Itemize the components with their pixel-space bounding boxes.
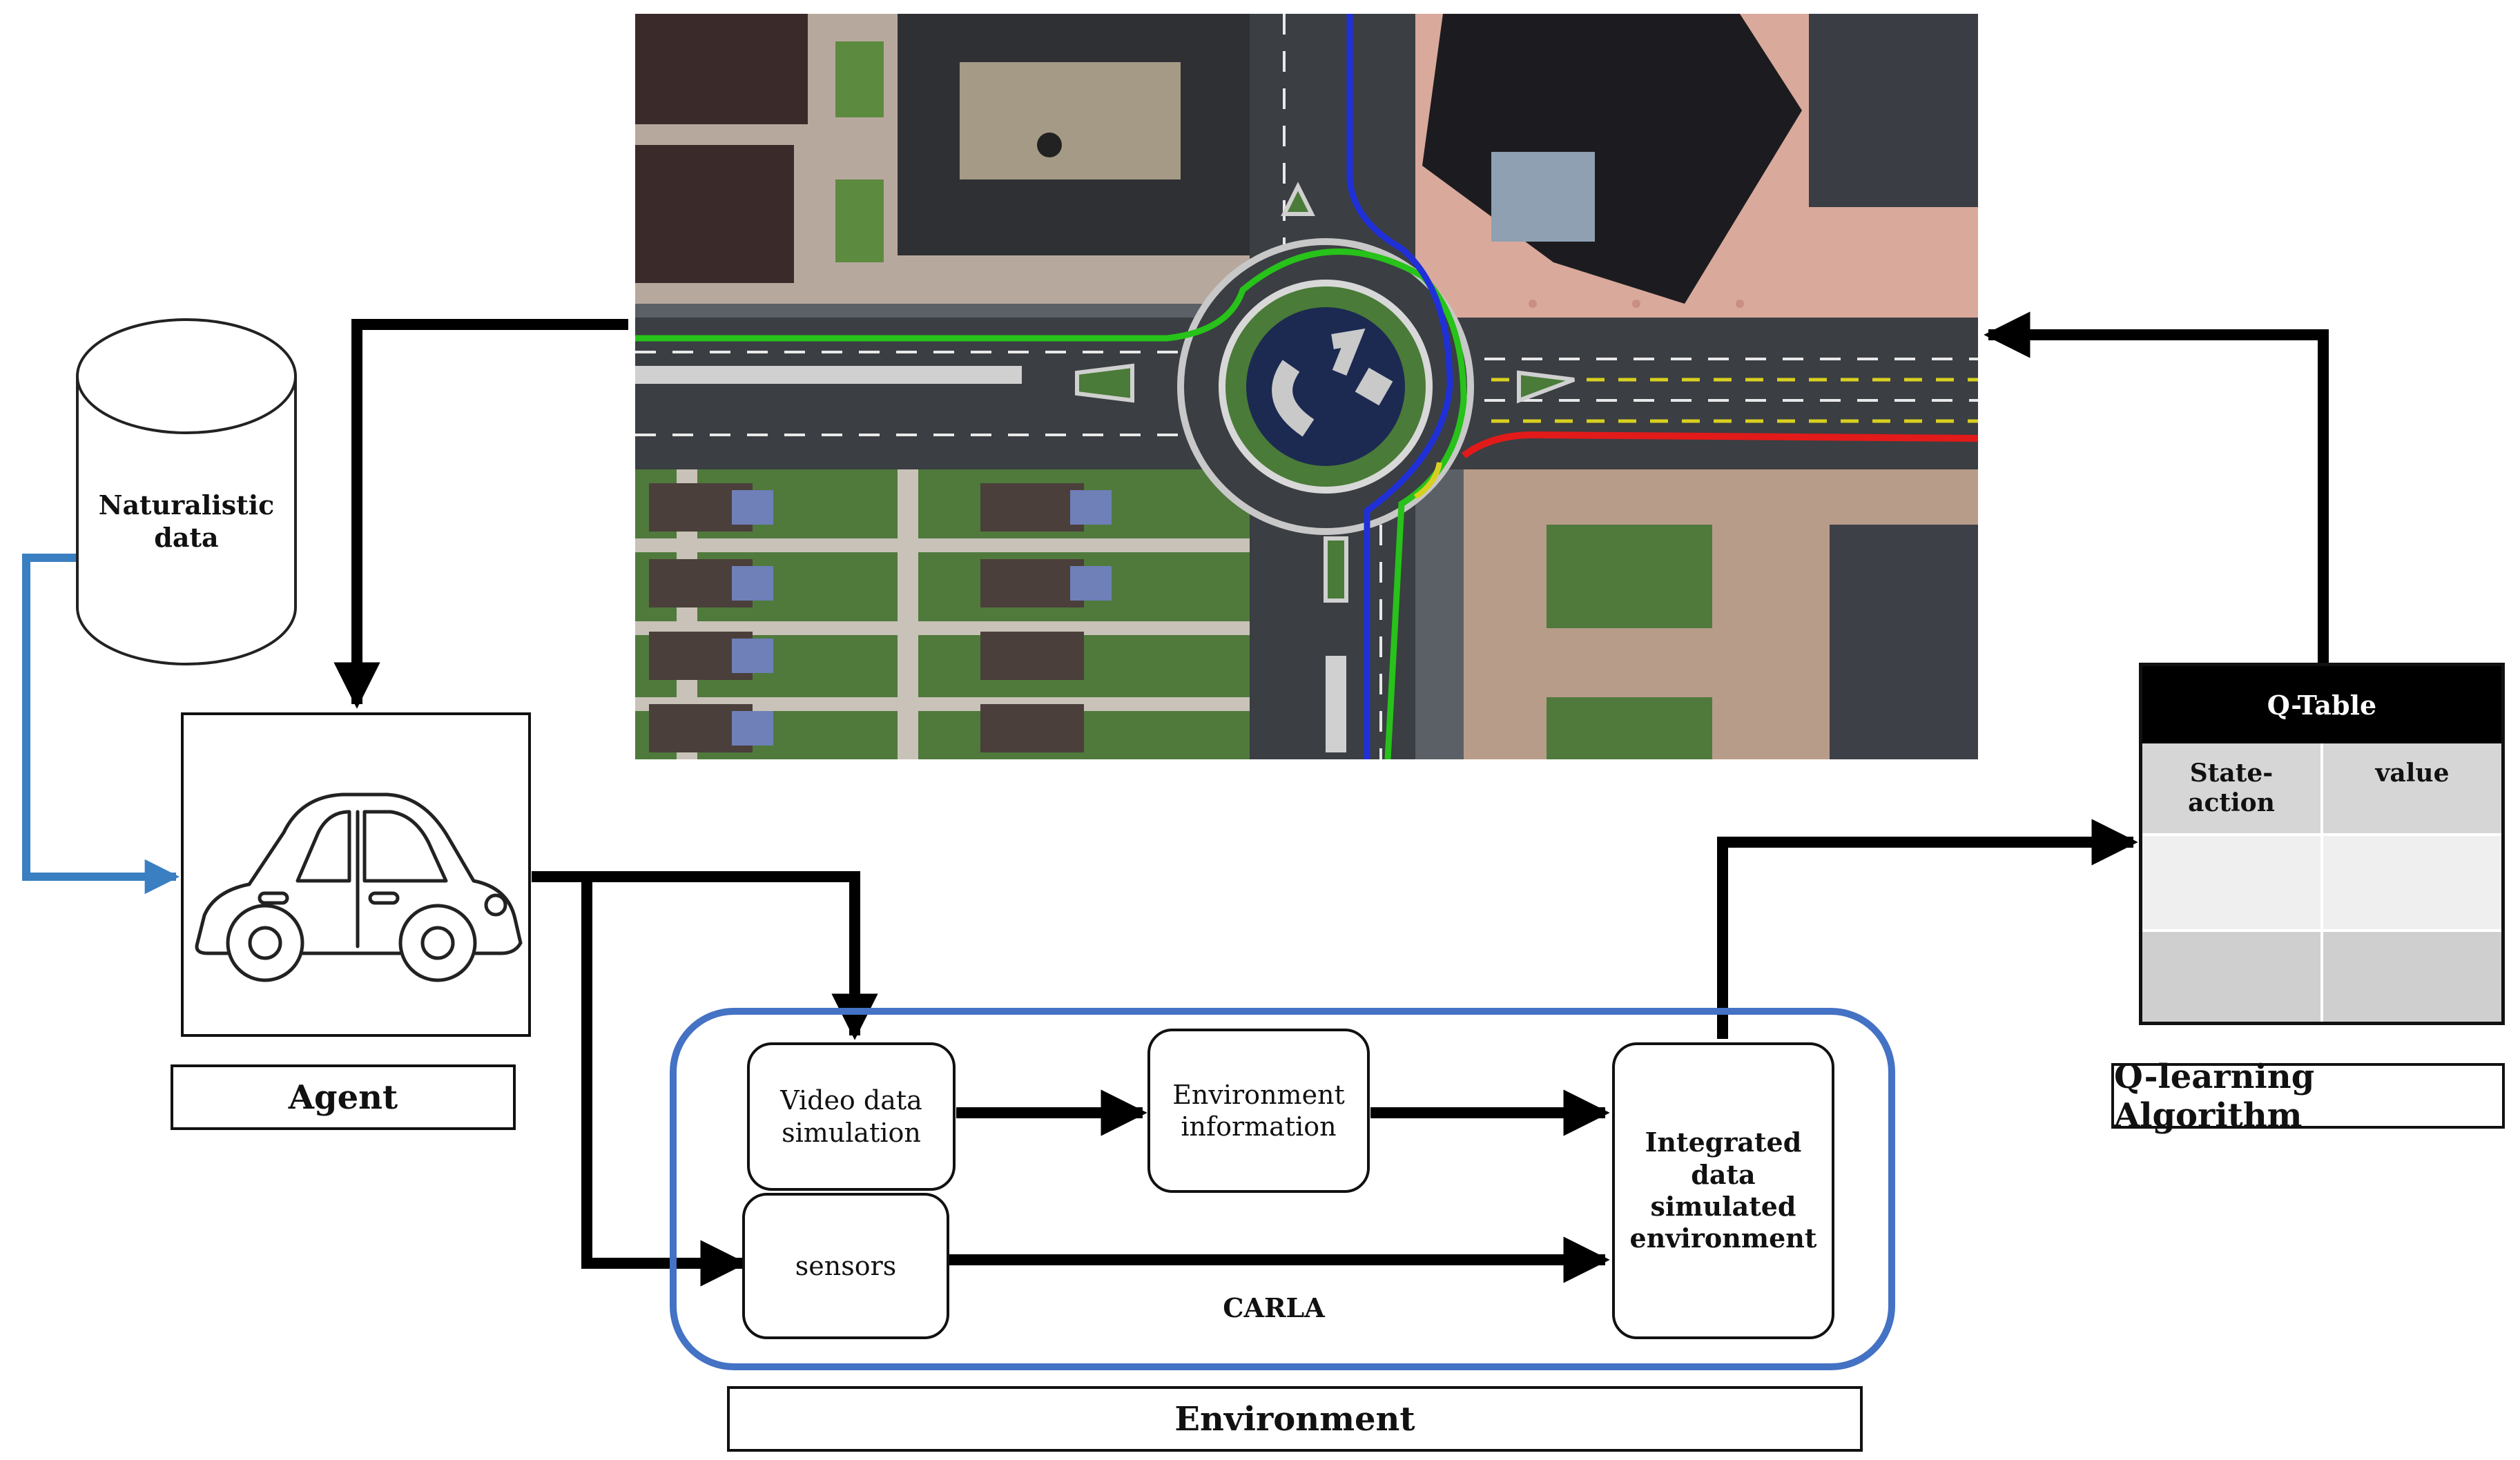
naturalistic-data-label: Naturalistic data [98, 489, 275, 554]
carla-roundabout-screenshot [635, 14, 1978, 759]
q-table-row [2142, 836, 2320, 929]
sensors-box: sensors [742, 1193, 949, 1339]
agent-caption: Agent [171, 1064, 516, 1130]
q-learning-caption: Q-learning Algorithm [2111, 1058, 2505, 1135]
agent-box [181, 712, 531, 1037]
environment-information-box: Environment information [1147, 1029, 1370, 1193]
car-icon [195, 792, 523, 982]
carla-environment-container [670, 1008, 1895, 1370]
arrow-integrated-to-qtable [1717, 819, 2138, 1039]
integrated-data-box: Integrated data simulated environment [1612, 1042, 1834, 1339]
arrow-naturalistic-to-agent [22, 554, 180, 895]
q-table-row [2142, 932, 2320, 1022]
carla-label: CARLA [1223, 1292, 1325, 1324]
arrow-agent-to-video [532, 871, 878, 1040]
q-table-col-state-action: State- action [2142, 743, 2320, 833]
q-table-col-value: value [2323, 743, 2501, 833]
q-table-row [2323, 932, 2501, 1022]
database-icon [76, 318, 297, 665]
q-table-row [2323, 836, 2501, 929]
environment-caption: Environment [727, 1386, 1863, 1452]
arrow-agent-to-sensors [581, 877, 747, 1287]
q-table: Q-Table State- action value [2139, 663, 2505, 1025]
video-data-simulation-box: Video data simulation [747, 1042, 956, 1191]
q-table-title: Q-Table [2142, 666, 2501, 743]
arrow-screenshot-to-agent [333, 319, 628, 709]
arrow-qtable-to-screenshot [1984, 311, 2329, 663]
